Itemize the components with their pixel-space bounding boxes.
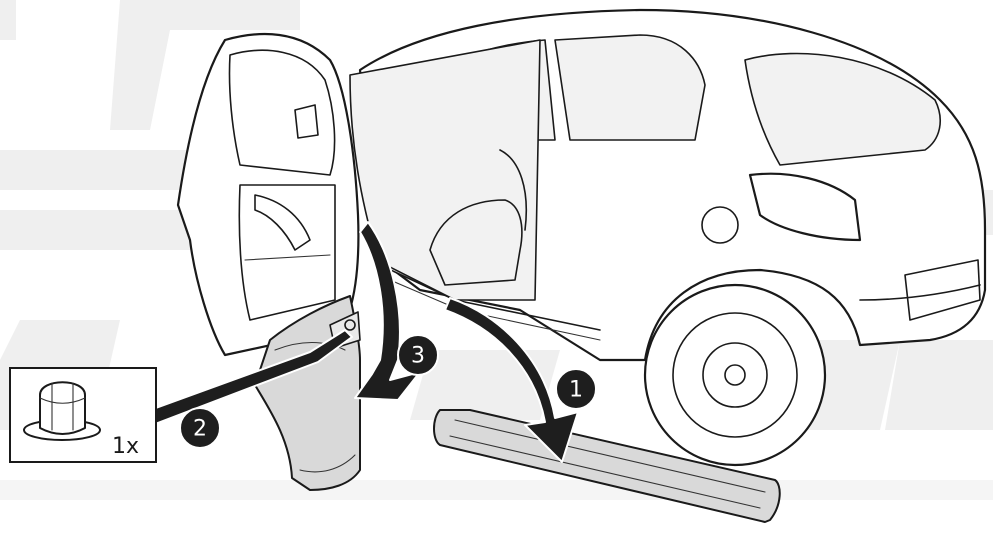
callout-badge-3: 3	[398, 335, 438, 375]
callout-label-2: 2	[193, 417, 207, 442]
callout-label-1: 1	[569, 378, 583, 403]
callout-label-3: 3	[411, 344, 425, 369]
rear-wheel	[645, 285, 825, 465]
rear-side-window	[555, 35, 705, 140]
fastener-quantity: 1x	[112, 434, 139, 459]
rear-window	[745, 53, 940, 165]
fastener-inset: 1x	[10, 368, 156, 462]
callout-badge-2: 2	[180, 408, 220, 448]
callout-badge-1: 1	[556, 369, 596, 409]
